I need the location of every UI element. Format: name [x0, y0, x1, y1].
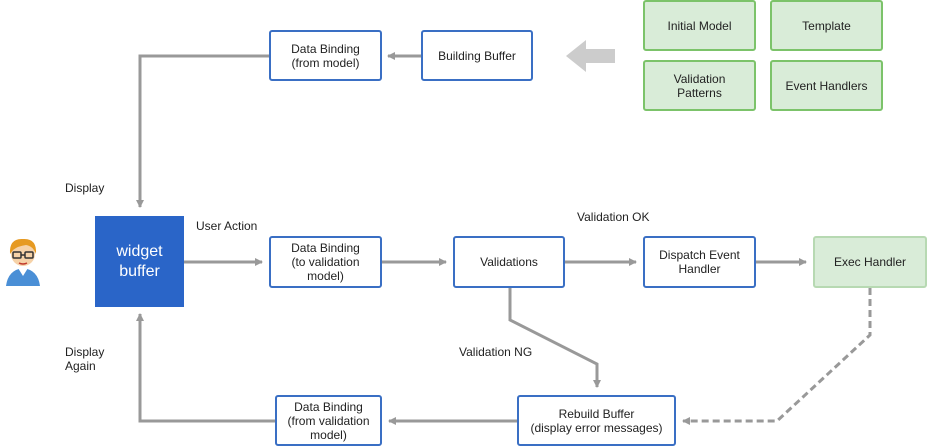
- validation-ok-label: Validation OK: [577, 210, 650, 224]
- validation-patterns-label: Validation Patterns: [673, 71, 726, 100]
- widget-buffer-box: widget buffer: [95, 216, 184, 307]
- event-handlers-label: Event Handlers: [785, 78, 868, 93]
- arrow-display: [136, 54, 269, 208]
- exec-handler-label: Exec Handler: [833, 255, 907, 269]
- data-binding-from-model-label: Data Binding (from model): [291, 41, 360, 70]
- data-binding-to-validation-box: Data Binding (to validation model): [269, 236, 382, 288]
- validation-ng-label: Validation NG: [459, 345, 533, 359]
- user-action-label: User Action: [196, 219, 258, 233]
- display-again-label: Display Again: [65, 345, 105, 373]
- event-handlers-box: Event Handlers: [770, 60, 883, 111]
- user-avatar-icon: [6, 238, 40, 286]
- widget-buffer-label: widget buffer: [116, 242, 163, 280]
- rebuild-buffer-box: Rebuild Buffer (display error messages): [517, 395, 676, 446]
- building-buffer-box: Building Buffer: [421, 30, 533, 81]
- validations-box: Validations: [453, 236, 565, 288]
- validations-label: Validations: [480, 255, 538, 269]
- dispatch-event-handler-box: Dispatch Event Handler: [643, 236, 756, 288]
- template-label: Template: [802, 18, 851, 33]
- data-binding-to-validation-label: Data Binding (to validation model): [291, 241, 360, 283]
- validation-patterns-box: Validation Patterns: [643, 60, 756, 111]
- initial-model-box: Initial Model: [643, 0, 756, 51]
- rebuild-buffer-label: Rebuild Buffer (display error messages): [530, 406, 663, 435]
- arrow-display-again: [136, 313, 275, 423]
- dispatch-event-handler-label: Dispatch Event Handler: [659, 248, 740, 276]
- exec-handler-box: Exec Handler: [813, 236, 927, 288]
- big-left-arrow-icon: [566, 40, 615, 72]
- display-label: Display: [65, 181, 105, 195]
- arrow-validation-ng: [508, 288, 601, 388]
- data-binding-from-model-box: Data Binding (from model): [269, 30, 382, 81]
- data-binding-from-validation-label: Data Binding (from validation model): [287, 399, 370, 442]
- building-buffer-label: Building Buffer: [438, 48, 516, 63]
- initial-model-label: Initial Model: [667, 18, 732, 33]
- template-box: Template: [770, 0, 883, 51]
- data-binding-from-validation-box: Data Binding (from validation model): [275, 395, 382, 446]
- arrow-exec-to-rebuild: [682, 288, 872, 425]
